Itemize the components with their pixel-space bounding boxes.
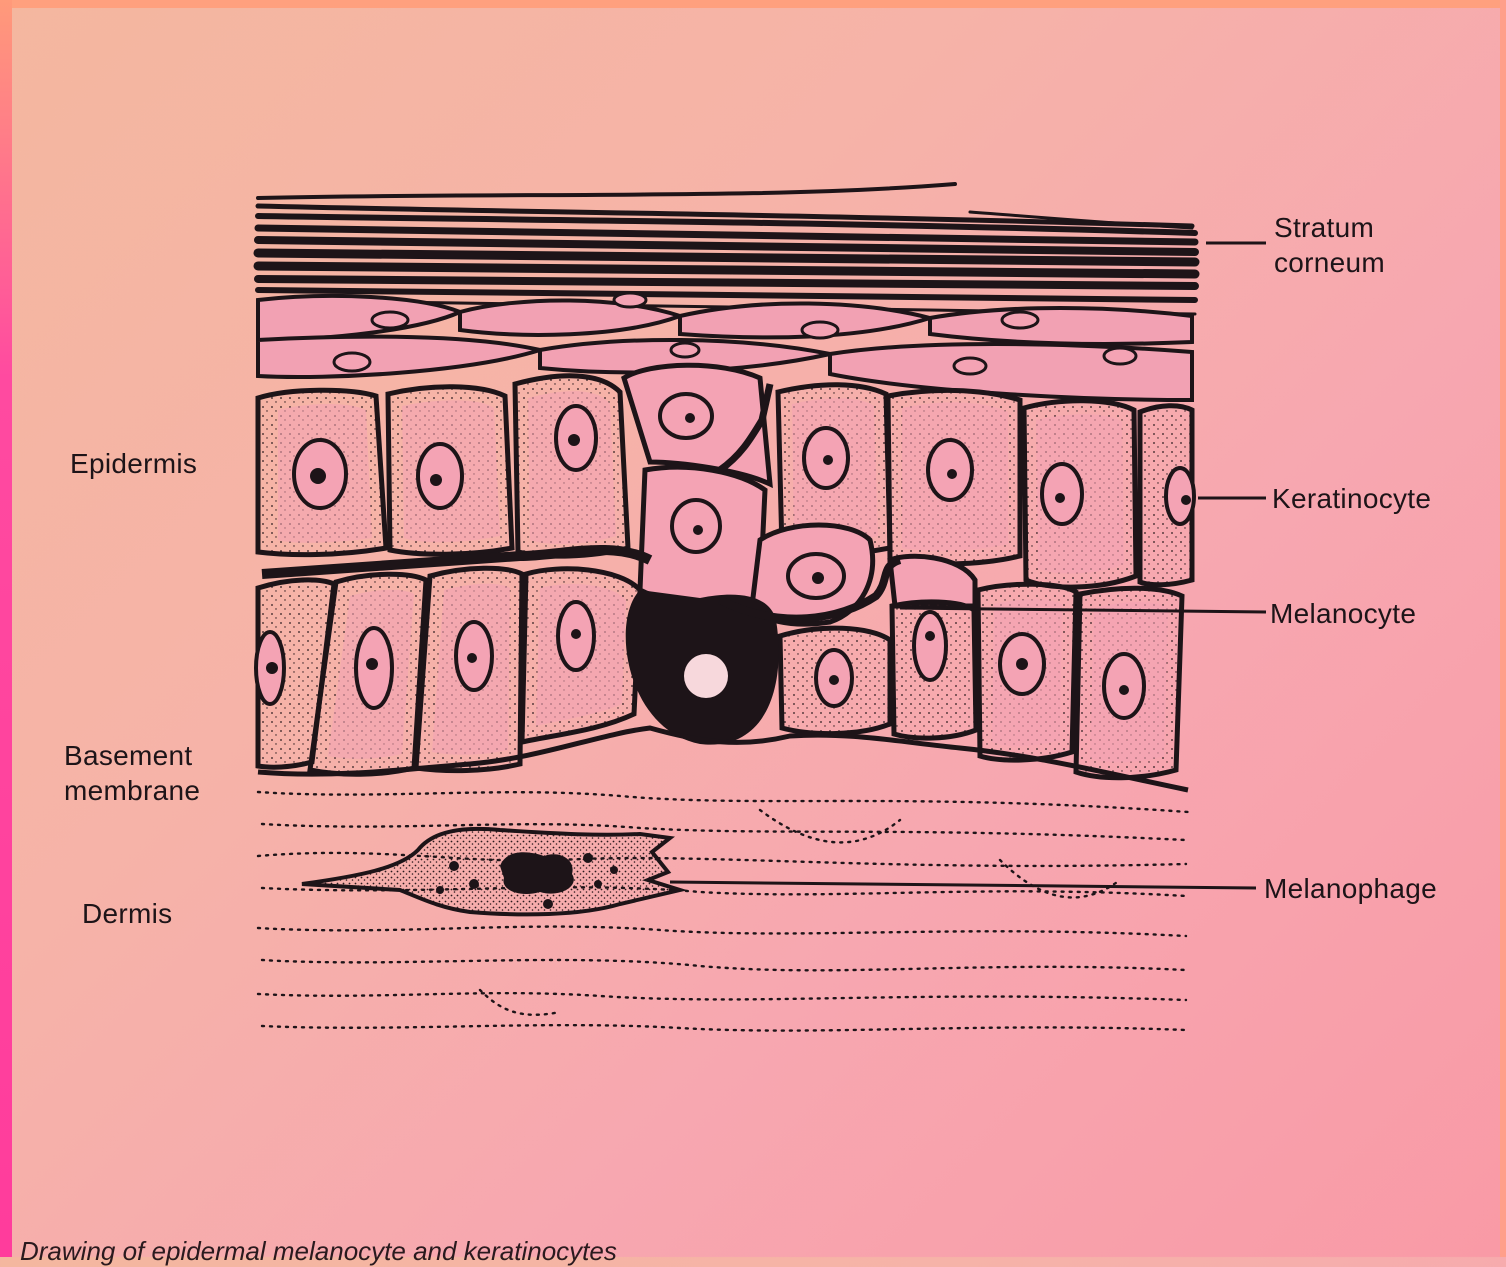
dermis-fibres [258, 792, 1188, 1031]
melanophage-cell [302, 829, 680, 915]
epidermis-label: Epidermis [70, 446, 197, 481]
melanophage-leader [670, 882, 1256, 888]
basement-membrane-label: Basement membrane [64, 738, 200, 808]
figure-caption: Drawing of epidermal melanocyte and kera… [20, 1236, 617, 1267]
stratum-corneum-label-line1: Stratum [1274, 210, 1385, 245]
stratum-corneum-label-line2: corneum [1274, 245, 1385, 280]
melanophage-label: Melanophage [1264, 871, 1437, 906]
stratum-corneum-layers [258, 184, 1195, 314]
melanocyte-label: Melanocyte [1270, 596, 1416, 631]
stratum-corneum-label: Stratum corneum [1274, 210, 1385, 280]
dermis-label: Dermis [82, 896, 172, 931]
basement-membrane-label-line1: Basement [64, 738, 200, 773]
basement-membrane-label-line2: membrane [64, 773, 200, 808]
keratinocyte-label: Keratinocyte [1272, 481, 1431, 516]
